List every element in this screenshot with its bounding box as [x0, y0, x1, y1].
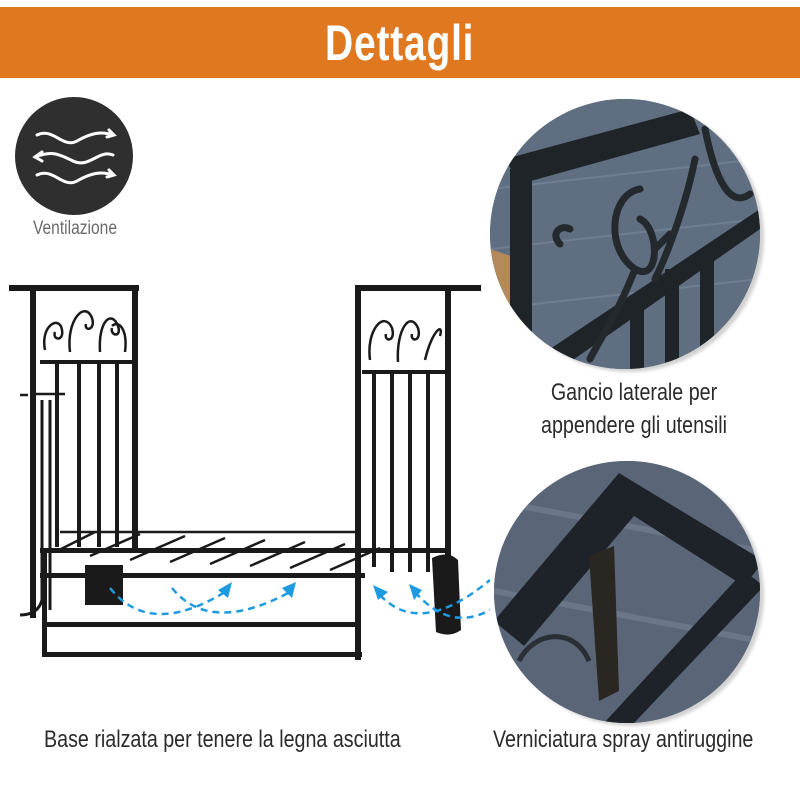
ventilation-badge	[15, 97, 133, 215]
paint-detail-photo	[494, 461, 760, 723]
hook-closeup-image	[490, 99, 760, 369]
frame-corner-closeup-image	[494, 461, 760, 723]
log-rack-illustration	[9, 285, 490, 660]
ventilation-label: Ventilazione	[32, 218, 118, 239]
hook-detail-photo	[490, 99, 760, 369]
ventilation-waves-icon	[32, 128, 117, 185]
paint-caption: Verniciatura spray antiruggine	[493, 726, 754, 753]
hook-caption-line2: appendere gli utensili	[540, 412, 727, 439]
hook-caption: Gancio laterale per appendere gli utensi…	[540, 376, 729, 442]
page-title: Dettagli	[325, 14, 475, 71]
header-banner: Dettagli	[0, 7, 800, 78]
base-caption: Base rialzata per tenere la legna asciut…	[44, 726, 401, 753]
hook-caption-line1: Gancio laterale per	[550, 379, 718, 406]
airflow-arrows	[109, 579, 490, 619]
